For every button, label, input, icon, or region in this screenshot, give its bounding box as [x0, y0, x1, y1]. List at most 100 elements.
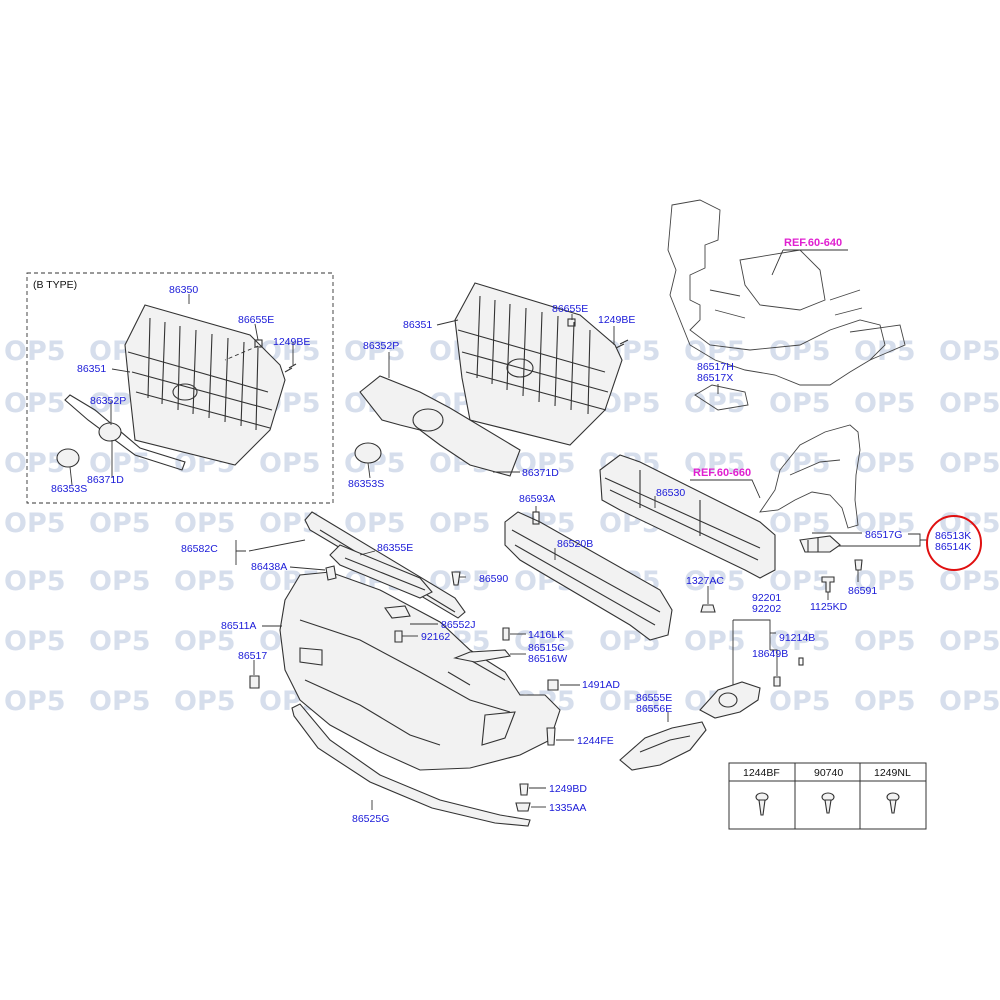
main-grille — [454, 282, 629, 446]
label-86530: 86530 — [656, 487, 685, 499]
watermark-text: OP5 — [854, 626, 916, 657]
b-label-86371d: 86371D — [87, 474, 124, 486]
label-86593a: 86593A — [519, 493, 555, 505]
watermark-text: OP5 — [259, 448, 321, 479]
label-92162: 92162 — [421, 631, 450, 643]
label-86591: 86591 — [848, 585, 877, 597]
watermark-text: OP5 — [854, 566, 916, 597]
label-86516w: 86516W — [528, 653, 567, 665]
fog-lamp-bezel — [619, 721, 707, 771]
label-18649b: 18649B — [752, 648, 788, 660]
fog-lamp — [699, 681, 761, 719]
label-1244fe: 1244FE — [577, 735, 614, 747]
b-type-group: (B TYPE) 86350 86655E 1249BE 86351 86352… — [26, 272, 334, 504]
ref-60-660: REF.60-660 — [693, 467, 751, 479]
screw-1249bd — [519, 783, 529, 796]
label-86525g: 86525G — [352, 813, 389, 825]
nut-1335aa — [515, 802, 531, 812]
label-92201: 92201 — [752, 592, 781, 604]
watermark-text: OP5 — [854, 388, 916, 419]
watermark-text: OP5 — [4, 336, 66, 367]
b-label-86655e: 86655E — [238, 314, 274, 326]
watermark-text: OP5 — [174, 626, 236, 657]
watermark-text: OP5 — [89, 566, 151, 597]
watermark-text: OP5 — [769, 686, 831, 717]
label-86371d: 86371D — [522, 467, 559, 479]
highlight-circle — [926, 515, 982, 571]
fender-ref — [759, 424, 861, 529]
bumper-beam-86530 — [599, 454, 776, 579]
label-86517h: 86517H — [697, 361, 734, 373]
watermark-text: OP5 — [4, 508, 66, 539]
watermark-text: OP5 — [89, 626, 151, 657]
ref-60-640: REF.60-640 — [784, 237, 842, 249]
bolt-86591 — [854, 559, 863, 571]
b-label-86352p: 86352P — [90, 395, 126, 407]
label-1491ad: 1491AD — [582, 679, 620, 691]
watermark-text: OP5 — [4, 626, 66, 657]
watermark-text: OP5 — [599, 686, 661, 717]
label-86352p: 86352P — [363, 340, 399, 352]
watermark-text: OP5 — [854, 508, 916, 539]
label-86438a: 86438A — [251, 561, 287, 573]
watermark-text: OP5 — [854, 448, 916, 479]
watermark-text: OP5 — [4, 686, 66, 717]
screw-1244fe — [546, 727, 556, 746]
label-1416lk: 1416LK — [528, 629, 564, 641]
watermark-text: OP5 — [769, 388, 831, 419]
bumper-cover-86511a — [279, 571, 561, 771]
watermark-text: OP5 — [939, 686, 1000, 717]
watermark-text: OP5 — [769, 448, 831, 479]
label-92202: 92202 — [752, 603, 781, 615]
label-86556e: 86556E — [636, 703, 672, 715]
watermark-text: OP5 — [4, 566, 66, 597]
watermark-text: OP5 — [89, 686, 151, 717]
table-header-1249nl: 1249NL — [874, 767, 911, 779]
label-86517: 86517 — [238, 650, 267, 662]
watermark-text: OP5 — [4, 448, 66, 479]
watermark-text: OP5 — [344, 508, 406, 539]
watermark-text: OP5 — [429, 508, 491, 539]
watermark-text: OP5 — [684, 566, 746, 597]
watermark-text: OP5 — [344, 336, 406, 367]
watermark-text: OP5 — [939, 388, 1000, 419]
label-86513k: 86513K — [935, 530, 971, 542]
watermark-text: OP5 — [4, 388, 66, 419]
label-91214b: 91214B — [779, 632, 815, 644]
nut-1327ac — [700, 604, 716, 613]
watermark-text: OP5 — [89, 508, 151, 539]
label-86552j: 86552J — [441, 619, 475, 631]
screw-86590 — [451, 571, 461, 586]
table-header-1244bf: 1244BF — [743, 767, 780, 779]
bolt-1125kd — [821, 576, 835, 593]
label-86590: 86590 — [479, 573, 508, 585]
watermark-text: OP5 — [939, 336, 1000, 367]
watermark-text: OP5 — [939, 448, 1000, 479]
side-bracket — [799, 535, 841, 553]
b-label-86350: 86350 — [169, 284, 198, 296]
radiator-support-ref — [667, 199, 906, 411]
label-86355e: 86355E — [377, 542, 413, 554]
watermark-text: OP5 — [939, 508, 1000, 539]
watermark-text: OP5 — [684, 336, 746, 367]
label-1249be: 1249BE — [598, 314, 635, 326]
label-86517g: 86517G — [865, 529, 902, 541]
label-86582c: 86582C — [181, 543, 218, 555]
b-label-86351: 86351 — [77, 363, 106, 375]
label-86515c: 86515C — [528, 642, 565, 654]
watermark-text: OP5 — [854, 336, 916, 367]
label-86351: 86351 — [403, 319, 432, 331]
watermark-text: OP5 — [684, 388, 746, 419]
bulb-18649b — [773, 676, 781, 687]
watermark-text: OP5 — [514, 448, 576, 479]
watermark-text: OP5 — [174, 566, 236, 597]
watermark-text: OP5 — [684, 448, 746, 479]
watermark-text: OP5 — [174, 508, 236, 539]
b-label-86353s: 86353S — [51, 483, 87, 495]
clip-86438a — [325, 565, 337, 581]
b-type-grille — [56, 304, 297, 471]
watermark-text: OP5 — [939, 626, 1000, 657]
b-type-box — [26, 272, 334, 504]
label-86655e: 86655E — [552, 303, 588, 315]
watermark-text: OP5 — [939, 566, 1000, 597]
